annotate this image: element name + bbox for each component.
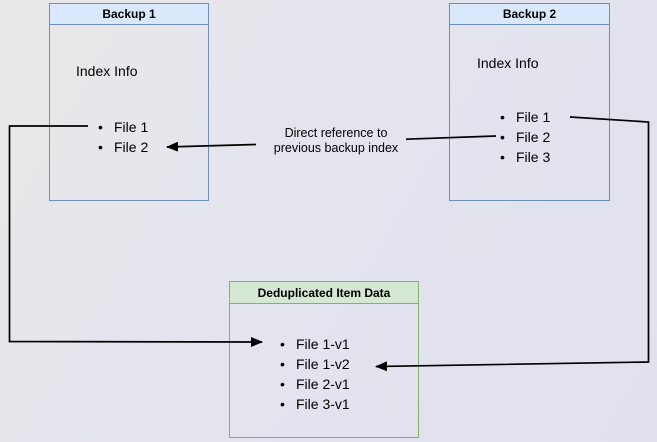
edge-label-line2: previous backup index: [273, 141, 399, 155]
list-item: File 2-v1: [280, 374, 350, 394]
backup1-title: Backup 1: [102, 7, 156, 21]
list-item: File 1-v2: [280, 354, 350, 374]
dedup-title: Deduplicated Item Data: [257, 285, 391, 300]
backup2-file-list: File 1 File 2 File 3: [500, 107, 550, 167]
backup2-header: Backup 2: [450, 4, 609, 25]
backup1-index-info-label: Index Info: [76, 63, 138, 79]
edge-label-direct-reference: Direct reference to previous backup inde…: [250, 126, 422, 156]
backup2-index-info-label: Index Info: [477, 55, 539, 71]
list-item: File 1: [98, 117, 148, 137]
backup1-node: Backup 1 Index Info File 1 File 2: [49, 3, 209, 201]
list-item: File 1: [500, 107, 550, 127]
list-item: File 2: [500, 127, 550, 147]
edge-label-line1: Direct reference to: [284, 126, 388, 140]
backup1-header: Backup 1: [50, 4, 208, 25]
dedup-node: Deduplicated Item Data File 1-v1 File 1-…: [229, 281, 419, 438]
dedup-header: Deduplicated Item Data: [230, 282, 418, 304]
dedup-file-list: File 1-v1 File 1-v2 File 2-v1 File 3-v1: [280, 334, 350, 414]
backup2-title: Backup 2: [502, 7, 557, 21]
list-item: File 1-v1: [280, 334, 350, 354]
list-item: File 3-v1: [280, 394, 350, 414]
backup1-file-list: File 1 File 2: [98, 117, 148, 157]
backup2-node: Backup 2 Index Info File 1 File 2 File 3: [449, 3, 610, 201]
list-item: File 3: [500, 147, 550, 167]
list-item: File 2: [98, 137, 148, 157]
